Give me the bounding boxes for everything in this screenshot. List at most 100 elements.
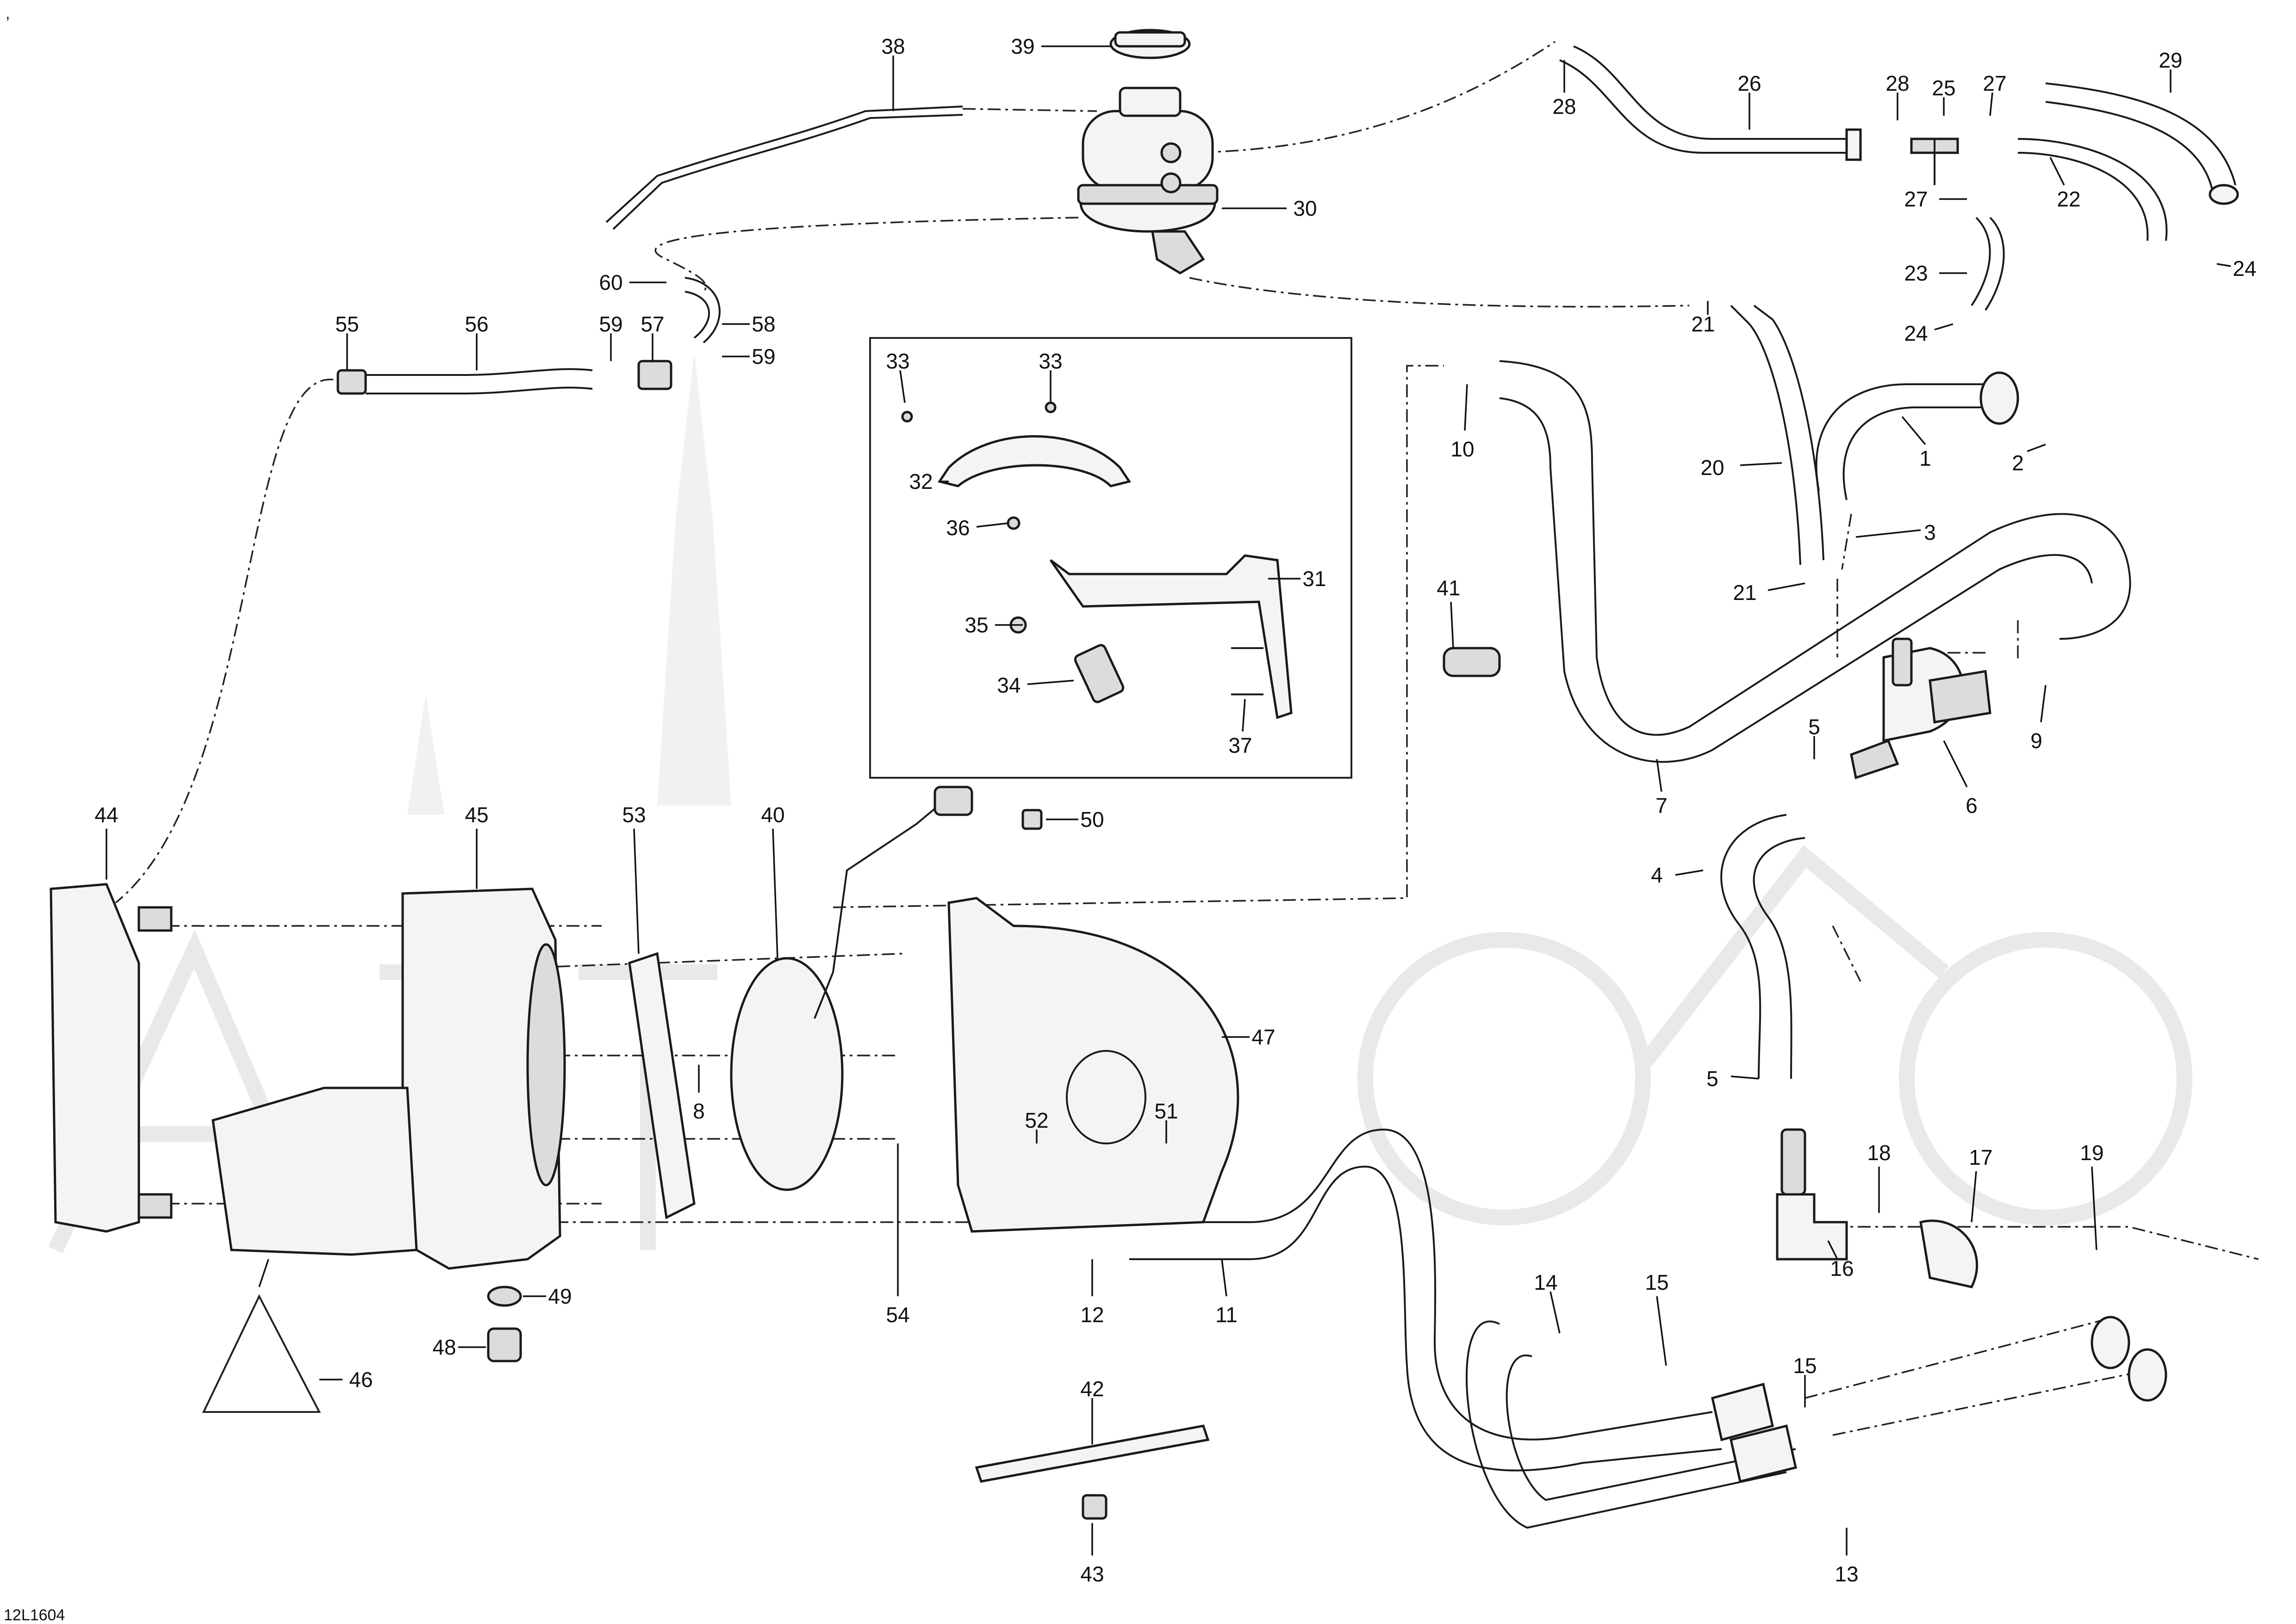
callout-label-c25: 25 (1932, 76, 1955, 100)
callout-leader-c40 (772, 828, 778, 959)
lower-hoses (1129, 1128, 2167, 1529)
callout-leader-c27a (1989, 92, 1993, 116)
callout-label-c11: 11 (1215, 1303, 1238, 1327)
callout-label-c54: 54 (886, 1303, 909, 1327)
callout-label-c23: 23 (1904, 261, 1928, 285)
callout-leader-c34 (1027, 680, 1074, 685)
callout-label-c18: 18 (1867, 1141, 1891, 1165)
callout-label-c12: 12 (1080, 1303, 1104, 1327)
callout-label-c24b: 24 (1904, 321, 1928, 345)
callout-label-c41: 41 (1437, 576, 1460, 600)
callout-label-c15a: 15 (1645, 1270, 1668, 1294)
callout-leader-c16 (1827, 1240, 1838, 1260)
callout-label-c27a: 27 (1983, 71, 2006, 95)
callout-label-c55: 55 (335, 312, 359, 336)
callout-label-c57: 57 (641, 312, 664, 336)
callout-label-c35: 35 (964, 613, 988, 637)
callout-leader-c3 (1855, 529, 1921, 538)
callout-label-c27b: 27 (1904, 187, 1928, 211)
callout-label-c17: 17 (1969, 1145, 1992, 1169)
callout-label-c15b: 15 (1793, 1354, 1817, 1378)
callout-label-c37: 37 (1228, 733, 1252, 757)
callout-label-c52: 52 (1025, 1108, 1048, 1132)
callout-label-c60: 60 (599, 270, 622, 294)
callout-label-c28b: 28 (1885, 71, 1909, 95)
callout-leader-c33a (899, 370, 906, 403)
callout-label-c19: 19 (2080, 1141, 2103, 1165)
callout-label-c38: 38 (881, 34, 905, 58)
callout-label-c21a: 21 (1691, 312, 1715, 336)
callout-leader-c10 (1464, 384, 1468, 431)
callout-label-c32: 32 (909, 469, 933, 493)
callout-label-c8: 8 (693, 1099, 705, 1123)
hardware (487, 647, 1501, 1520)
callout-label-c43: 43 (1080, 1562, 1104, 1586)
callout-label-c39: 39 (1011, 34, 1034, 58)
callout-leader-c37 (1242, 699, 1246, 732)
callout-label-c47: 47 (1251, 1025, 1275, 1049)
callout-leader-c11 (1221, 1259, 1227, 1297)
callout-label-c14: 14 (1534, 1270, 1557, 1294)
callout-label-c40: 40 (761, 803, 784, 827)
callout-leader-c9 (2040, 685, 2047, 723)
callout-leader-c5b (1730, 1075, 1759, 1080)
callout-label-c33b: 33 (1039, 349, 1062, 373)
callout-label-c59a: 59 (599, 312, 622, 336)
callout-leader-c1 (1901, 416, 1926, 445)
callout-label-c45: 45 (465, 803, 488, 827)
fan-guard (947, 897, 1239, 1233)
callout-label-c20: 20 (1700, 456, 1724, 480)
callout-label-c6: 6 (1966, 793, 1978, 818)
callout-label-c56: 56 (465, 312, 488, 336)
left-small-hoses (336, 277, 721, 395)
callout-leader-c6 (1943, 740, 1968, 787)
radiator (50, 883, 173, 1233)
radiator-hoses (1499, 305, 2131, 763)
bracket-detail-parts (901, 401, 1293, 719)
callout-leader-c15a (1656, 1296, 1667, 1366)
callout-leader-c20 (1740, 462, 1782, 466)
callout-label-c7: 7 (1655, 793, 1668, 818)
callout-leader-c7 (1656, 759, 1662, 792)
callout-label-c28a: 28 (1552, 94, 1576, 119)
callout-label-c42: 42 (1080, 1377, 1104, 1401)
callout-label-c34: 34 (997, 673, 1020, 697)
callout-leader-c24a (2216, 263, 2231, 267)
upper-right-hoses (1559, 45, 2239, 311)
callout-label-c1: 1 (1919, 446, 1931, 470)
callout-label-c48: 48 (432, 1335, 456, 1359)
callout-label-c22: 22 (2057, 187, 2080, 211)
callout-label-c9: 9 (2030, 729, 2042, 753)
callout-label-c13: 13 (1835, 1562, 1858, 1586)
drawing-code: 12L1604 (4, 1606, 65, 1624)
callout-label-c5a: 5 (1808, 715, 1820, 739)
callout-label-c50: 50 (1080, 807, 1104, 831)
hose-4 (1720, 814, 1805, 1079)
radiator-cap (1109, 29, 1191, 59)
callout-label-c29: 29 (2159, 48, 2182, 72)
callout-label-c26: 26 (1737, 71, 1761, 95)
triangle-arrow (258, 1259, 269, 1287)
bracket-detail-frame (869, 337, 1352, 779)
callout-leader-c17 (1971, 1171, 1977, 1223)
callout-leader-c36 (976, 522, 1009, 528)
callout-label-c2: 2 (2012, 451, 2024, 475)
callout-label-c30: 30 (1293, 196, 1317, 220)
expansion-tank (1077, 87, 1219, 275)
callout-label-c58: 58 (752, 312, 775, 336)
callout-leader-c14 (1549, 1291, 1561, 1334)
callout-label-c44: 44 (94, 803, 118, 827)
callout-label-c16: 16 (1830, 1256, 1854, 1280)
vent-hose (605, 106, 963, 230)
callout-leader-c4 (1675, 869, 1704, 876)
reference-triangle (202, 1294, 321, 1413)
callout-leader-c22 (2049, 157, 2065, 186)
callout-label-c59b: 59 (752, 344, 775, 369)
thermostat-housing (1850, 637, 1991, 780)
callout-leader-c21b (1767, 582, 1805, 591)
callout-label-c33a: 33 (886, 349, 909, 373)
callout-label-c10: 10 (1450, 437, 1474, 461)
callout-label-c4: 4 (1651, 863, 1663, 887)
callout-label-c36: 36 (946, 516, 970, 540)
